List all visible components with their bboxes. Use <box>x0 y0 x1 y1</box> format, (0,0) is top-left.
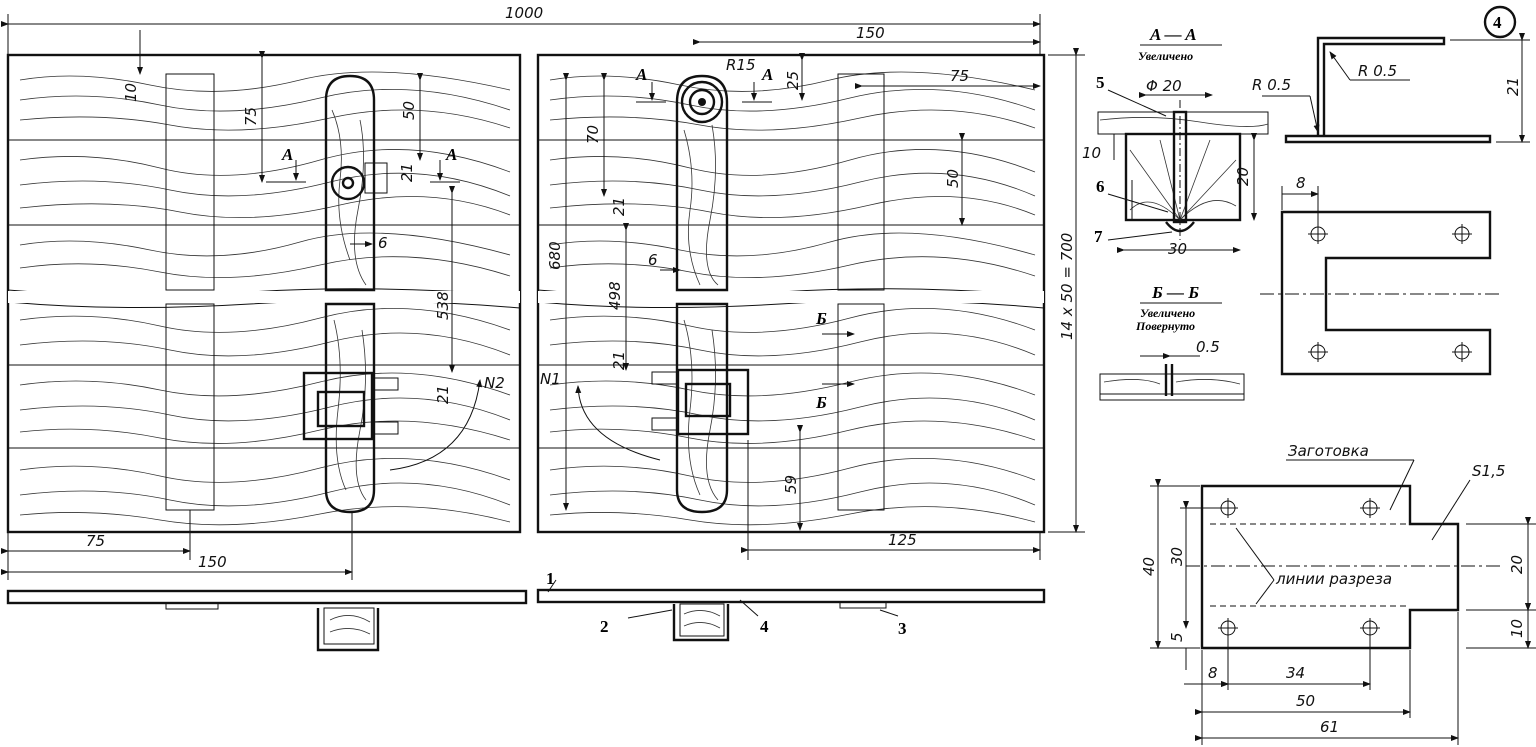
svg-text:59: 59 <box>782 475 800 494</box>
svg-text:Увеличено: Увеличено <box>1138 49 1193 63</box>
svg-text:25: 25 <box>784 71 802 90</box>
left-panel: 10 75 50 21 6 538 21 A A N2 <box>6 30 522 534</box>
svg-text:7: 7 <box>1094 227 1103 246</box>
svg-text:70: 70 <box>584 125 602 144</box>
callout-2: 2 <box>600 617 609 636</box>
svg-text:10: 10 <box>122 83 140 102</box>
svg-text:8: 8 <box>1296 174 1306 192</box>
pivot-circle-left <box>330 165 366 201</box>
hatched-strip-left-top <box>165 73 215 291</box>
svg-text:A: A <box>445 145 457 164</box>
svg-text:125: 125 <box>888 531 917 549</box>
svg-text:21: 21 <box>434 385 452 404</box>
svg-text:538: 538 <box>434 291 452 320</box>
svg-text:6: 6 <box>648 251 658 269</box>
callout-1: 1 <box>546 569 555 588</box>
svg-text:Б: Б <box>815 309 827 328</box>
svg-text:R 0.5: R 0.5 <box>1358 62 1397 80</box>
bracket-plan-view: 8 <box>1260 174 1500 376</box>
blank-title: Заготовка <box>1288 442 1369 460</box>
hinge-right <box>676 368 750 436</box>
svg-text:A: A <box>635 65 647 84</box>
svg-text:498: 498 <box>606 281 624 310</box>
svg-text:50: 50 <box>1296 692 1315 710</box>
figure-number: 4 <box>1493 13 1502 32</box>
svg-text:S1,5: S1,5 <box>1472 462 1505 480</box>
section-a-a: A — A Увеличено Φ 20 20 30 10 5 6 7 <box>1082 25 1269 258</box>
svg-text:0.5: 0.5 <box>1196 338 1220 356</box>
svg-text:A: A <box>281 145 293 164</box>
svg-text:Φ 20: Φ 20 <box>1146 77 1182 95</box>
hinge-left <box>302 371 374 441</box>
svg-text:14 x 50 = 700: 14 x 50 = 700 <box>1058 233 1076 340</box>
svg-text:150: 150 <box>198 553 227 571</box>
svg-text:75: 75 <box>950 67 969 85</box>
section-bb-title: Б — Б <box>1151 283 1199 302</box>
overall-width-label: 1000 <box>505 4 543 22</box>
wood-grain-left <box>19 71 511 526</box>
svg-text:Увеличено: Увеличено <box>1140 306 1195 320</box>
svg-text:75: 75 <box>242 107 260 126</box>
svg-text:61: 61 <box>1320 718 1339 736</box>
svg-text:R 0.5: R 0.5 <box>1252 76 1291 94</box>
callout-3: 3 <box>898 619 907 638</box>
svg-text:N1: N1 <box>540 370 561 388</box>
svg-text:5: 5 <box>1168 632 1186 642</box>
svg-text:10: 10 <box>1082 144 1101 162</box>
svg-text:6: 6 <box>1096 177 1105 196</box>
svg-text:50: 50 <box>944 169 962 188</box>
svg-text:150: 150 <box>856 24 885 42</box>
svg-text:50: 50 <box>400 101 418 120</box>
svg-text:R15: R15 <box>726 56 756 74</box>
svg-text:40: 40 <box>1140 557 1158 576</box>
svg-text:34: 34 <box>1286 664 1305 682</box>
wood-grain-right <box>549 71 1036 526</box>
pivot-circle-right <box>680 80 724 124</box>
svg-text:21: 21 <box>1504 77 1522 96</box>
svg-text:Б: Б <box>815 393 827 412</box>
svg-text:21: 21 <box>610 197 628 216</box>
hatched-strip-left-bottom <box>165 303 215 511</box>
svg-text:6: 6 <box>378 234 388 252</box>
figure-number-circle <box>1483 5 1517 39</box>
svg-text:линии разреза: линии разреза <box>1275 570 1392 588</box>
overall-height-dimension: 14 x 50 = 700 <box>1048 48 1085 533</box>
svg-text:10: 10 <box>1508 619 1526 638</box>
side-elevation: 1 2 3 4 <box>6 569 1046 652</box>
svg-text:20: 20 <box>1234 167 1252 186</box>
svg-text:21: 21 <box>610 351 628 370</box>
svg-text:30: 30 <box>1168 240 1187 258</box>
svg-text:8: 8 <box>1208 664 1218 682</box>
svg-text:A: A <box>761 65 773 84</box>
svg-text:21: 21 <box>398 163 416 182</box>
right-bottom-dims: 125 <box>741 440 1041 560</box>
section-aa-title: A — A <box>1149 25 1197 44</box>
svg-text:N2: N2 <box>484 374 505 392</box>
svg-text:30: 30 <box>1168 547 1186 566</box>
blank-drawing: Заготовка S1,5 линии разреза 40 30 5 20 … <box>1140 442 1536 745</box>
svg-text:Повернуто: Повернуто <box>1135 319 1195 333</box>
left-bottom-dims: 75 150 <box>1 510 353 580</box>
section-b-b: Б — Б Увеличено Повернуто 0.5 <box>1099 283 1245 401</box>
svg-text:680: 680 <box>546 241 564 270</box>
right-panel: 150 R15 25 75 70 21 680 50 6 498 21 59 A… <box>536 24 1046 534</box>
hatched-strip-right-top <box>837 73 885 291</box>
bracket-side-view: 4 R 0.5 R 0.5 21 <box>1252 5 1530 144</box>
svg-text:5: 5 <box>1096 73 1105 92</box>
hatched-strip-right-bottom <box>837 303 885 511</box>
svg-text:20: 20 <box>1508 555 1526 574</box>
callout-4: 4 <box>760 617 769 636</box>
overall-width-dimension: 1000 <box>1 4 1041 55</box>
svg-text:75: 75 <box>86 532 105 550</box>
